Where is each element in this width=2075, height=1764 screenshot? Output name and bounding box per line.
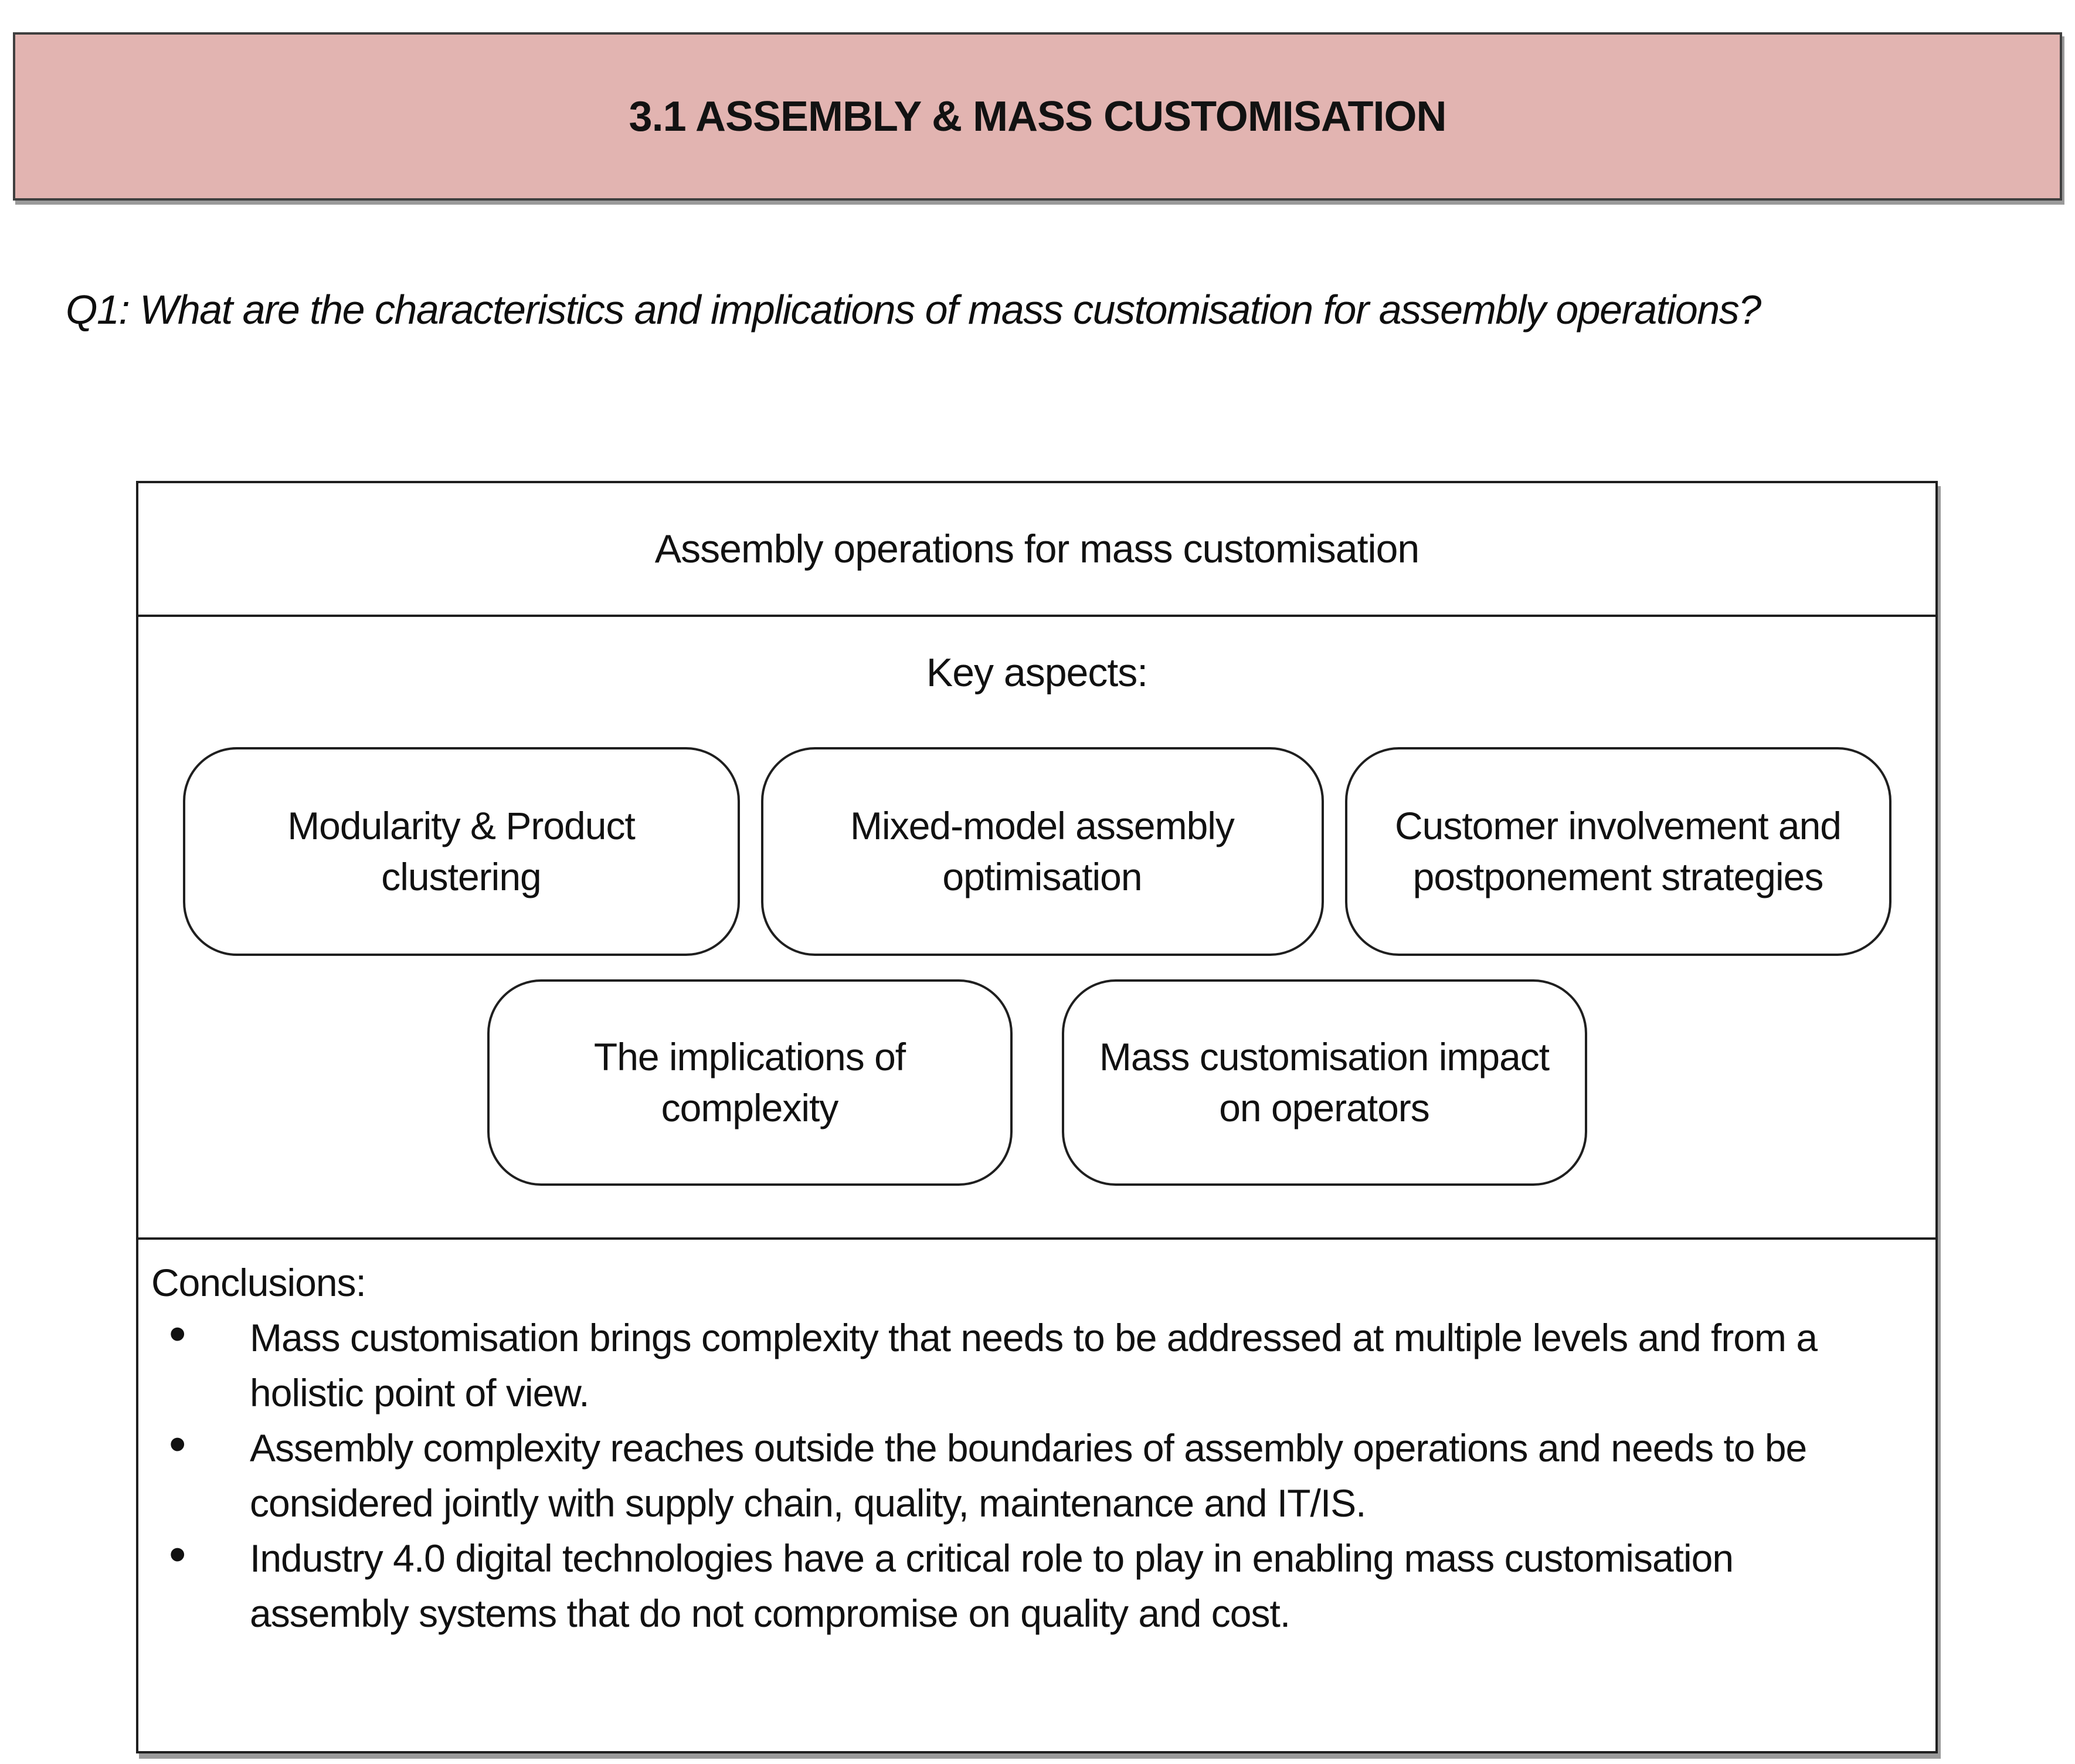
summary-panel: Assembly operations for mass customisati…: [136, 481, 1938, 1753]
conclusion-bullet: • Mass customisation brings complexity t…: [151, 1306, 1898, 1420]
conclusions-section: Conclusions: • Mass customisation brings…: [138, 1240, 1935, 1751]
panel-title-row: Assembly operations for mass customisati…: [138, 483, 1935, 617]
aspect-box-label: Mixed-model assembly optimisation: [850, 803, 1235, 898]
aspect-box-customer-involvement: Customer involvement and postponement st…: [1344, 747, 1891, 956]
aspect-box-complexity: The implications of complexity: [487, 979, 1013, 1186]
research-question: Q1: What are the characteristics and imp…: [66, 287, 1761, 333]
conclusion-bullet: • Industry 4.0 digital technologies have…: [151, 1526, 1898, 1641]
key-aspects-row-2: The implications of complexity Mass cust…: [138, 979, 1935, 1186]
conclusions-list: • Mass customisation brings complexity t…: [151, 1306, 1898, 1641]
section-header-banner: 3.1 ASSEMBLY & MASS CUSTOMISATION: [13, 32, 2062, 201]
key-aspects-row-1: Modularity & Product clustering Mixed-mo…: [138, 747, 1935, 956]
key-aspects-section: Key aspects: Modularity & Product cluste…: [138, 617, 1935, 1240]
key-aspects-heading: Key aspects:: [926, 650, 1148, 695]
panel-title: Assembly operations for mass customisati…: [654, 527, 1419, 571]
aspect-box-label: Mass customisation impact on operators: [1099, 1034, 1550, 1129]
conclusion-bullet: • Assembly complexity reaches outside th…: [151, 1416, 1898, 1531]
aspect-box-mixed-model: Mixed-model assembly optimisation: [760, 747, 1324, 956]
conclusion-text: Mass customisation brings complexity tha…: [250, 1316, 1818, 1414]
aspect-box-label: Customer involvement and postponement st…: [1394, 803, 1842, 898]
conclusions-heading: Conclusions:: [151, 1261, 366, 1304]
section-header-title: 3.1 ASSEMBLY & MASS CUSTOMISATION: [629, 93, 1447, 140]
aspect-box-label: Modularity & Product clustering: [287, 803, 636, 898]
aspect-box-operators: Mass customisation impact on operators: [1061, 979, 1587, 1186]
bullet-marker-icon: •: [169, 1306, 186, 1361]
bullet-marker-icon: •: [169, 1526, 186, 1582]
aspect-box-label: The implications of complexity: [593, 1034, 906, 1129]
aspect-box-modularity: Modularity & Product clustering: [182, 747, 740, 956]
bullet-marker-icon: •: [169, 1416, 186, 1471]
conclusion-text: Industry 4.0 digital technologies have a…: [250, 1536, 1734, 1635]
conclusion-text: Assembly complexity reaches outside the …: [250, 1426, 1807, 1525]
